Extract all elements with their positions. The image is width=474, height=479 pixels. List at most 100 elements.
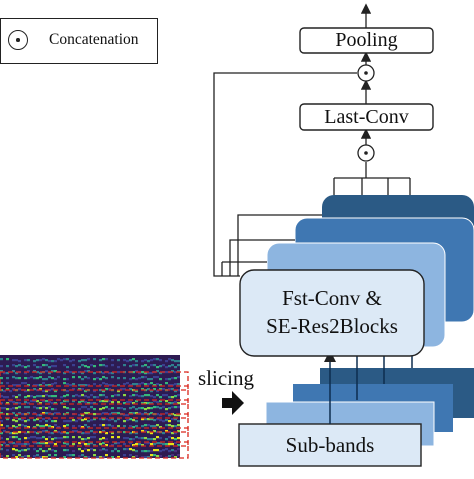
spectrogram-texture — [45, 450, 48, 453]
spectrogram-texture — [123, 383, 126, 386]
spectrogram-texture — [54, 370, 57, 373]
spectrogram-texture — [174, 406, 177, 409]
spectrogram-texture — [72, 450, 75, 453]
spectrogram-texture — [93, 413, 96, 416]
spectrogram-texture — [147, 424, 150, 427]
spectrogram-texture — [18, 388, 21, 391]
spectrogram-texture — [39, 425, 42, 428]
spectrogram-texture — [60, 437, 63, 440]
spectrogram-texture — [12, 448, 15, 451]
spectrogram-texture — [21, 419, 24, 422]
spectrogram-texture — [66, 436, 69, 439]
spectrogram-texture — [123, 448, 126, 451]
spectrogram-texture — [132, 419, 135, 422]
spectrogram-texture — [15, 377, 18, 380]
spectrogram-texture — [135, 443, 138, 446]
spectrogram-texture — [132, 394, 135, 397]
spectrogram-texture — [72, 388, 75, 391]
spectrogram-texture — [33, 384, 36, 387]
spectrogram-texture — [21, 456, 24, 459]
spectrogram-texture — [99, 389, 102, 392]
spectrogram-texture — [81, 432, 84, 435]
spectrogram-texture — [165, 400, 168, 403]
spectrogram-texture — [123, 388, 126, 391]
spectrogram-texture — [21, 424, 24, 427]
spectrogram-texture — [24, 396, 27, 399]
spectrogram-texture — [33, 360, 36, 363]
spectrogram-texture — [66, 407, 69, 410]
spectrogram-texture — [69, 420, 72, 423]
spectrogram-texture — [6, 365, 9, 368]
spectrogram-texture — [111, 364, 114, 367]
spectrogram-texture — [42, 456, 45, 459]
spectrogram-texture — [135, 400, 138, 403]
spectrogram-texture — [15, 407, 18, 410]
spectrogram-texture — [117, 366, 120, 369]
spectrogram-texture — [171, 449, 174, 452]
spectrogram-texture — [177, 414, 180, 417]
spectrogram-texture — [114, 412, 117, 415]
spectrogram-texture — [99, 456, 102, 459]
spectrogram-texture — [84, 438, 87, 441]
spectrogram-texture — [27, 455, 30, 458]
spectrogram-texture — [18, 438, 21, 441]
spectrogram-texture — [93, 358, 96, 361]
spectrogram-texture — [72, 436, 75, 439]
spectrogram-texture — [69, 360, 72, 363]
spectrogram-texture — [102, 364, 105, 367]
spectrogram-texture — [6, 377, 9, 380]
spectrogram-texture — [51, 438, 54, 441]
spectrogram-texture — [63, 456, 66, 459]
spectrogram-texture — [63, 406, 66, 409]
spectrogram-texture — [6, 418, 9, 421]
spectrogram-texture — [177, 420, 180, 423]
spectrogram-texture — [75, 420, 78, 423]
spectrogram-texture — [171, 384, 174, 387]
spectrogram-texture — [36, 359, 39, 362]
spectrogram-texture — [171, 370, 174, 373]
spectrogram-texture — [102, 394, 105, 397]
fst-conv-box — [239, 269, 425, 357]
spectrogram-texture — [105, 418, 108, 421]
spectrogram-texture — [147, 450, 150, 453]
spectrogram-texture — [9, 442, 12, 445]
spectrogram-texture — [159, 450, 162, 453]
spectrogram-texture — [33, 412, 36, 415]
spectrogram-texture — [66, 432, 69, 435]
spectrogram-texture — [117, 450, 120, 453]
spectrogram-texture — [78, 401, 81, 404]
spectrogram-texture — [6, 396, 9, 399]
spectrogram-texture — [3, 396, 6, 399]
spectrogram-texture — [12, 407, 15, 410]
spectrogram-texture — [156, 424, 159, 427]
spectrogram-texture — [99, 431, 102, 434]
spectrogram-texture — [57, 426, 60, 429]
spectrogram-texture — [105, 365, 108, 368]
spectrogram-texture — [18, 384, 21, 387]
spectrogram-texture — [15, 384, 18, 387]
spectrogram-image — [0, 355, 180, 459]
spectrogram-texture — [99, 424, 102, 427]
spectrogram-texture — [81, 384, 84, 387]
spectrogram-texture — [84, 401, 87, 404]
spectrogram-texture — [102, 372, 105, 375]
spectrogram-texture — [78, 360, 81, 363]
spectrogram-texture — [6, 438, 9, 441]
spectrogram-texture — [48, 412, 51, 415]
spectrogram-texture — [135, 408, 138, 411]
spectrogram-texture — [51, 432, 54, 435]
spectrogram-texture — [30, 400, 33, 403]
spectrogram-texture — [39, 359, 42, 362]
spectrogram-texture — [129, 365, 132, 368]
spectrogram-texture — [141, 444, 144, 447]
spectrogram-texture — [33, 370, 36, 373]
spectrogram-texture — [51, 388, 54, 391]
spectrogram-texture — [135, 412, 138, 415]
spectrogram-texture — [90, 402, 93, 405]
spectrogram-texture — [33, 388, 36, 391]
spectrogram-texture — [108, 408, 111, 411]
spectrogram-texture — [72, 376, 75, 379]
spectrogram-texture — [123, 420, 126, 423]
spectrogram-texture — [42, 406, 45, 409]
spectrogram-texture — [84, 365, 87, 368]
